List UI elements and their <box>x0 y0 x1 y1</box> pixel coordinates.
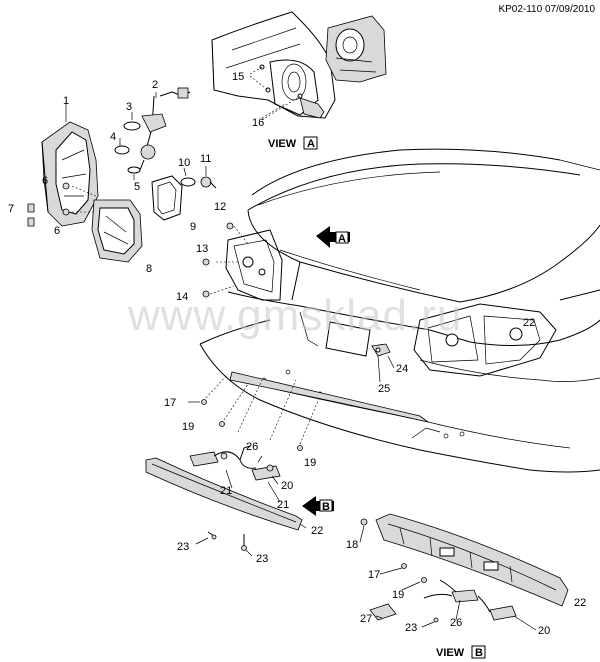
callout-22c: 22 <box>574 597 586 609</box>
callout-22b: 22 <box>311 525 323 537</box>
view-a-letter: A <box>307 138 315 150</box>
callout-23b: 23 <box>256 553 268 565</box>
arrow-b-letter: B <box>322 501 330 513</box>
callout-22a: 22 <box>523 317 535 329</box>
callout-15: 15 <box>232 71 244 83</box>
callout-13: 13 <box>196 243 208 255</box>
arrow-b: B <box>302 496 334 516</box>
callout-7: 7 <box>8 203 14 215</box>
callout-26b: 26 <box>450 617 462 629</box>
callout-14: 14 <box>176 291 188 303</box>
bulb-4 <box>114 145 130 155</box>
clip-7b <box>27 217 35 227</box>
callout-5: 5 <box>134 181 140 193</box>
callout-4: 4 <box>110 131 116 143</box>
watermark: www.gmsklad.ru <box>127 291 462 340</box>
callout-9: 9 <box>190 221 196 233</box>
socket-11 <box>200 176 217 189</box>
callout-19a: 19 <box>182 421 194 433</box>
view-b-inset <box>360 513 569 623</box>
callout-26a: 26 <box>246 441 258 453</box>
bulb-10 <box>180 177 196 187</box>
callout-17a: 17 <box>164 397 176 409</box>
bolt-19a <box>219 421 225 427</box>
bulb-5 <box>127 166 141 174</box>
bolt-14 <box>202 290 210 298</box>
nut-6b <box>62 208 70 216</box>
screw-23b <box>241 534 247 551</box>
taillamp-assembly <box>41 121 99 227</box>
arrow-a-letter: A <box>338 233 346 245</box>
callout-23a: 23 <box>177 541 189 553</box>
callout-24: 24 <box>396 363 408 375</box>
bolt-12 <box>226 222 234 230</box>
view-a-inset <box>211 11 387 121</box>
bulb-socket-harness <box>139 87 191 171</box>
gasket-9 <box>151 175 183 221</box>
callout-6b: 6 <box>54 225 60 237</box>
callout-8: 8 <box>146 263 152 275</box>
callout-17b: 17 <box>368 569 380 581</box>
garnish-molding-installed <box>229 371 429 423</box>
callout-25: 25 <box>378 383 390 395</box>
bolt-17 <box>201 399 207 405</box>
callout-21b: 21 <box>277 499 289 511</box>
garnish-molding-22 <box>145 457 303 531</box>
callout-27: 27 <box>360 613 372 625</box>
view-b-letter: B <box>475 647 483 659</box>
view-a-box <box>303 136 318 150</box>
clip-7a <box>27 203 35 213</box>
screw-23a <box>207 531 217 540</box>
callout-20a: 20 <box>281 480 293 492</box>
lamp-housing-8 <box>91 199 143 263</box>
callout-12: 12 <box>214 201 226 213</box>
nut-13 <box>202 258 210 266</box>
bulb-3 <box>123 121 141 131</box>
arrow-a: A <box>316 226 350 248</box>
callout-10: 10 <box>178 157 190 169</box>
license-lamp-harness <box>189 445 281 481</box>
callout-21a: 21 <box>220 485 232 497</box>
callout-19c: 19 <box>392 589 404 601</box>
view-b-box <box>471 645 486 659</box>
callout-19b: 19 <box>304 457 316 469</box>
callout-3: 3 <box>126 101 132 113</box>
callout-11: 11 <box>200 153 211 165</box>
view-a-label: VIEW <box>268 138 297 150</box>
callout-20b: 20 <box>538 625 550 637</box>
bolt-19b <box>297 445 303 451</box>
callout-18: 18 <box>346 539 358 551</box>
callout-1: 1 <box>63 95 69 107</box>
callout-6a: 6 <box>42 175 48 187</box>
callout-2: 2 <box>152 79 158 91</box>
view-b-label: VIEW <box>436 647 465 659</box>
callout-23c: 23 <box>405 622 417 634</box>
nut-6a <box>62 182 70 190</box>
callout-16: 16 <box>252 117 264 129</box>
diagram-code: KP02-110 07/09/2010 <box>498 4 595 15</box>
